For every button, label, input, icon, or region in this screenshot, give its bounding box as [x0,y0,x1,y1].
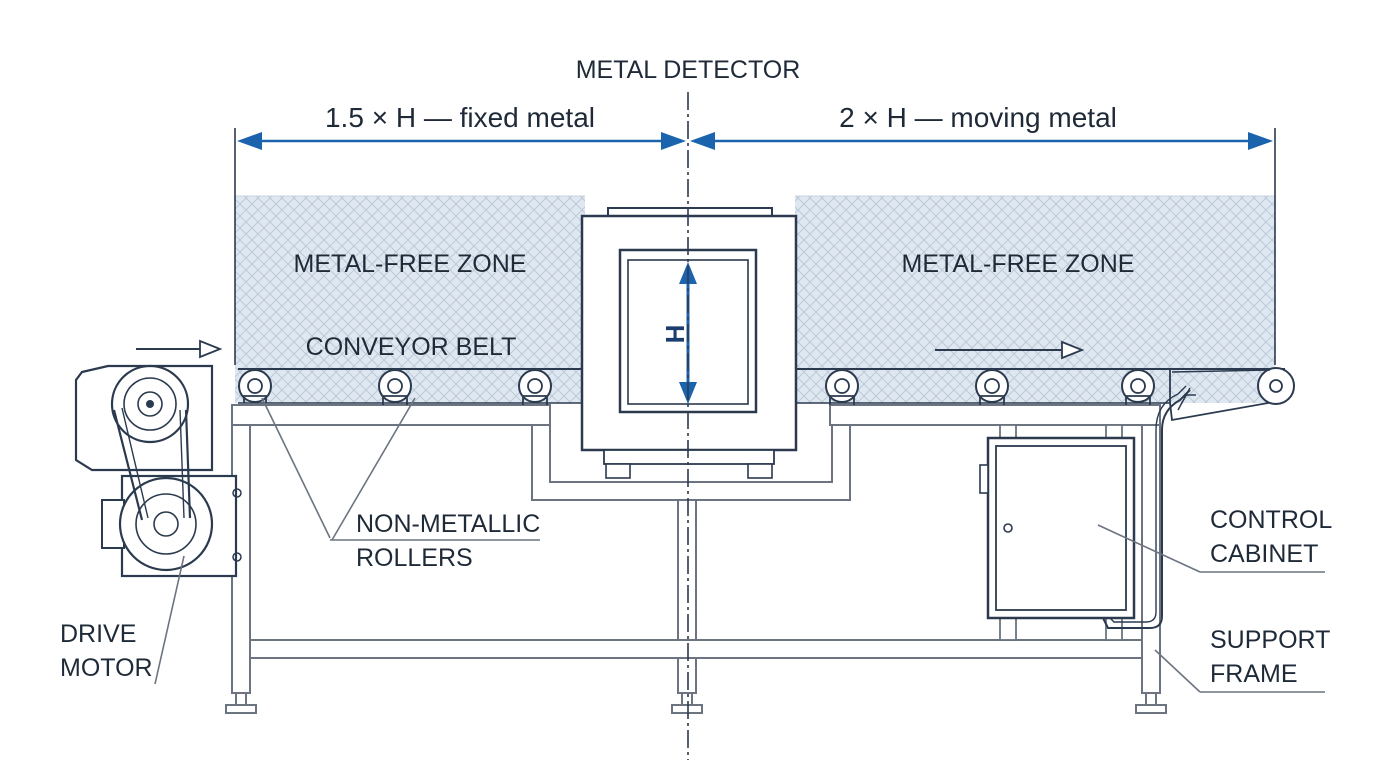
rollers-label-line2: ROLLERS [356,544,473,572]
roller-icon [825,369,859,405]
cabinet-label-line2: CABINET [1210,540,1318,568]
detector-title: METAL DETECTOR [576,56,801,84]
motor-label-line1: DRIVE [60,620,136,648]
frame-label-line2: FRAME [1210,660,1298,688]
pulley-icon [110,364,190,444]
rollers-label-line1: NON-METALLIC [356,510,540,538]
roller-icon [378,369,412,405]
drive-motor [74,364,242,578]
motor-label-line2: MOTOR [60,654,153,682]
left-dimension-label: 1.5 × H — fixed metal [325,102,595,133]
roller-icon [975,369,1009,405]
right-zone-label: METAL-FREE ZONE [902,250,1135,278]
roller-icon [518,369,552,405]
right-arrow-icon [935,340,1085,360]
roller-icon [1121,369,1155,405]
roller-icon [238,369,272,403]
right-arrow-icon [136,339,223,359]
right-dimension-label: 2 × H — moving metal [839,102,1117,133]
left-zone-label: METAL-FREE ZONE [294,250,527,278]
left-dimension-arrow [237,132,686,150]
cabinet-label-line1: CONTROL [1210,506,1332,534]
right-dimension-arrow [690,132,1273,150]
conveyor-belt-label: CONVEYOR BELT [306,333,517,361]
frame-label-line1: SUPPORT [1210,626,1330,654]
aperture-height-label: H [660,325,690,344]
leader-lines [154,397,1325,693]
